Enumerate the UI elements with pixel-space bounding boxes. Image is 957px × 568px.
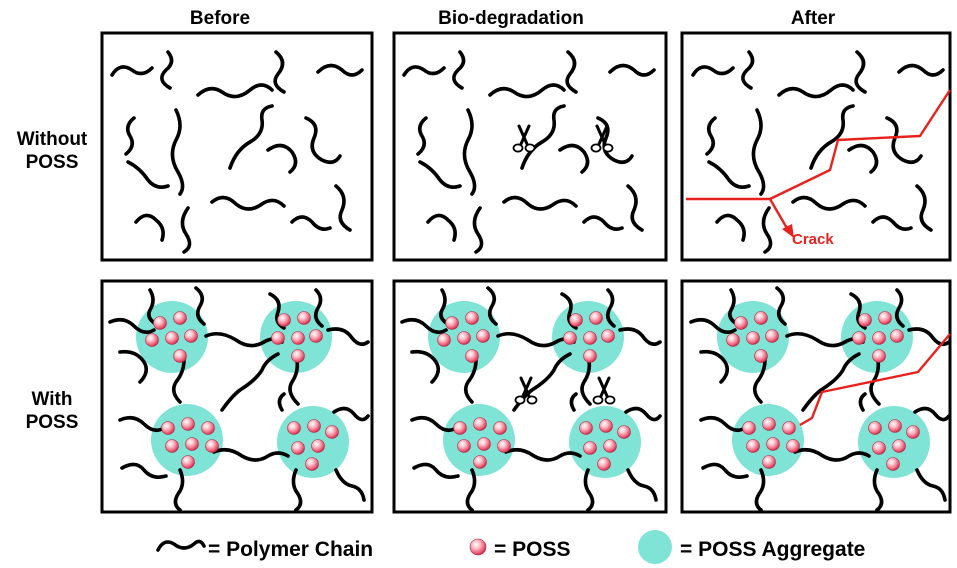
legend-polymer-chain-icon <box>156 539 206 552</box>
polymer-chain <box>266 143 298 174</box>
polymer-chain <box>210 195 286 211</box>
polymer-chain <box>220 352 280 412</box>
poss-sphere-icon <box>305 457 319 471</box>
panel-without-before <box>100 31 374 262</box>
free-polymer-chains-after <box>691 50 945 254</box>
polymer-chain <box>316 63 364 77</box>
legend-poss-icon <box>469 538 487 556</box>
poss-sphere-icon <box>181 417 195 431</box>
poss-sphere-icon <box>181 455 195 469</box>
row-title-without-poss-line2: POSS <box>26 152 79 173</box>
legend-polymer-chain: = Polymer Chain <box>208 538 373 561</box>
polymer-chain <box>173 468 185 512</box>
poss-sphere-icon <box>165 331 179 345</box>
poss-sphere-icon <box>325 425 339 439</box>
panel-without-after <box>680 31 952 262</box>
polymer-chain <box>118 415 166 433</box>
poss-sphere-icon <box>173 349 187 363</box>
polymer-chain <box>124 116 136 156</box>
poss-sphere-icon <box>161 421 175 435</box>
polymer-chain <box>171 358 186 404</box>
poss-sphere-icon <box>184 329 198 343</box>
polymer-chain <box>228 104 274 170</box>
poss-sphere-icon <box>145 333 159 347</box>
panel-with-before <box>100 279 374 514</box>
polymer-chain <box>291 468 303 512</box>
poss-sphere-icon <box>277 313 291 327</box>
poss-sphere-icon <box>287 421 301 435</box>
poss-sphere-icon <box>153 316 167 330</box>
polymer-chain <box>334 468 366 502</box>
polymer-chain <box>194 286 206 326</box>
poss-sphere-icon <box>205 439 219 453</box>
free-polymer-chains <box>110 50 364 254</box>
poss-sphere-icon <box>307 419 321 433</box>
crack-line <box>799 333 951 427</box>
polymer-chain <box>277 392 286 412</box>
poss-sphere-icon <box>185 437 199 451</box>
polymer-chain <box>196 83 274 99</box>
polymer-chain <box>290 215 332 231</box>
poss-sphere-icon <box>291 331 305 345</box>
panel-with-after <box>680 279 952 514</box>
crack-label: Crack <box>792 231 834 248</box>
crack-line <box>686 89 952 201</box>
poss-sphere-icon <box>291 441 305 455</box>
polymer-chain <box>134 213 165 242</box>
column-title-after: After <box>791 8 836 29</box>
polymer-chain <box>108 317 156 335</box>
poss-sphere-icon <box>173 311 187 325</box>
crack-pointer <box>768 198 790 231</box>
polymer-chain <box>180 206 192 254</box>
poss-sphere-icon <box>291 349 305 363</box>
poss-sphere-icon <box>201 421 215 435</box>
poss-sphere-icon <box>309 329 323 343</box>
panel-with-biodegradation <box>392 279 668 514</box>
scissors-icon <box>512 124 536 154</box>
poss-sphere-icon <box>165 439 179 453</box>
polymer-chain <box>170 108 185 196</box>
polymer-chain <box>160 50 174 90</box>
legend-poss-aggregate: = POSS Aggregate <box>680 538 865 561</box>
row-title-with-poss-line1: With <box>32 389 73 410</box>
polymer-chain <box>326 327 370 347</box>
polymer-chain <box>273 50 286 94</box>
row-title-without-poss-line1: Without <box>17 129 88 150</box>
poss-network <box>108 286 370 512</box>
polymer-chain <box>118 349 149 384</box>
poss-sphere-icon <box>271 331 285 345</box>
polymer-chain <box>212 447 290 462</box>
polymer-chain <box>110 65 154 77</box>
polymer-chain <box>332 406 370 422</box>
poss-sphere-icon <box>297 311 311 325</box>
crack-arrowhead <box>782 224 794 238</box>
column-title-biodegradation: Bio-degradation <box>438 8 584 29</box>
poss-particles <box>145 311 339 471</box>
row-title-with-poss-line2: POSS <box>26 412 79 433</box>
legend-poss: = POSS <box>494 538 570 561</box>
polymer-chain <box>313 288 324 328</box>
polymer-chain <box>147 288 158 326</box>
poss-sphere-icon <box>311 439 325 453</box>
panel-without-biodegradation <box>392 31 668 262</box>
polymer-chain <box>334 184 352 232</box>
polymer-chain <box>126 160 170 189</box>
column-title-before: Before <box>190 8 250 29</box>
legend-poss-aggregate-icon <box>638 530 672 564</box>
scissors-icon <box>592 376 616 406</box>
polymer-chain <box>120 462 168 479</box>
polymer-chain <box>288 354 300 406</box>
polymer-chain <box>304 116 342 165</box>
